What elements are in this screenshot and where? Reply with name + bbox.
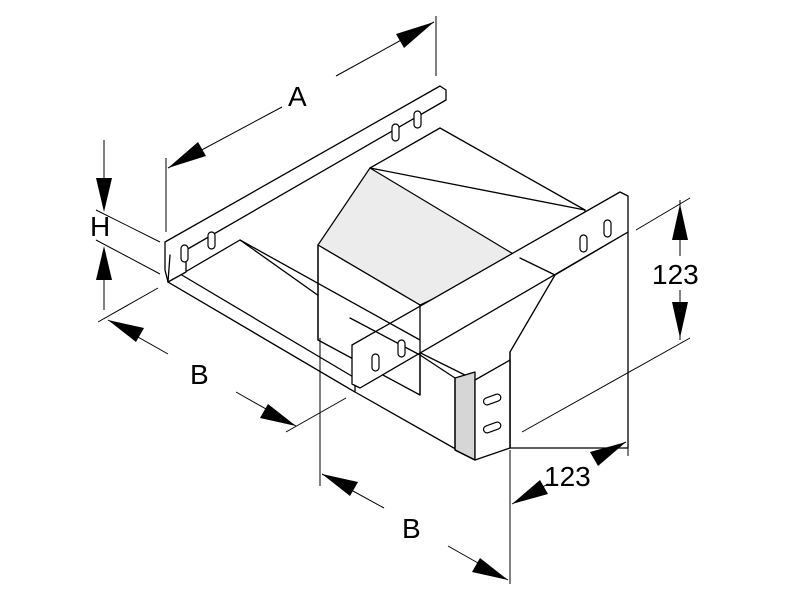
dimension-b-bottom-label: B [402, 513, 421, 544]
slot [413, 110, 422, 129]
front-end-flange [474, 359, 511, 461]
slot [603, 219, 612, 238]
arrow-head [672, 302, 688, 338]
dimension-width-label: 123 [544, 461, 591, 492]
arrow-head [96, 178, 112, 212]
edge-lines [167, 167, 586, 461]
arrow-head [168, 142, 206, 168]
arrow-head [590, 442, 626, 466]
slot [180, 244, 189, 263]
front-rail [351, 191, 629, 389]
arrow-head [96, 246, 112, 280]
arrow-head [672, 204, 688, 240]
arrow-head [396, 22, 434, 48]
dimension-height-123: 123 [521, 197, 699, 433]
slot [207, 231, 216, 250]
dimension-a-label: A [288, 81, 307, 112]
slot [482, 421, 502, 434]
arrow-head [108, 320, 144, 342]
dimension-h: H [90, 140, 161, 310]
front-end-plate [454, 371, 476, 461]
dimension-a: A [165, 16, 437, 232]
slot [397, 339, 406, 358]
dimension-h-label: H [90, 211, 110, 242]
dimension-b-left: B [97, 287, 347, 433]
arrow-head [322, 474, 358, 496]
slot [391, 123, 400, 142]
cable-tray-reducer [164, 85, 629, 461]
dimension-width-123: 123 [511, 360, 629, 505]
slot [371, 353, 380, 372]
dimension-b-bottom: B [319, 338, 511, 584]
slot [579, 234, 588, 253]
arrow-head [472, 558, 508, 580]
arrow-head [260, 404, 296, 426]
dimension-b-left-label: B [190, 359, 209, 390]
slot [482, 393, 502, 406]
dimension-height-label: 123 [652, 259, 699, 290]
arrow-head [512, 480, 548, 504]
